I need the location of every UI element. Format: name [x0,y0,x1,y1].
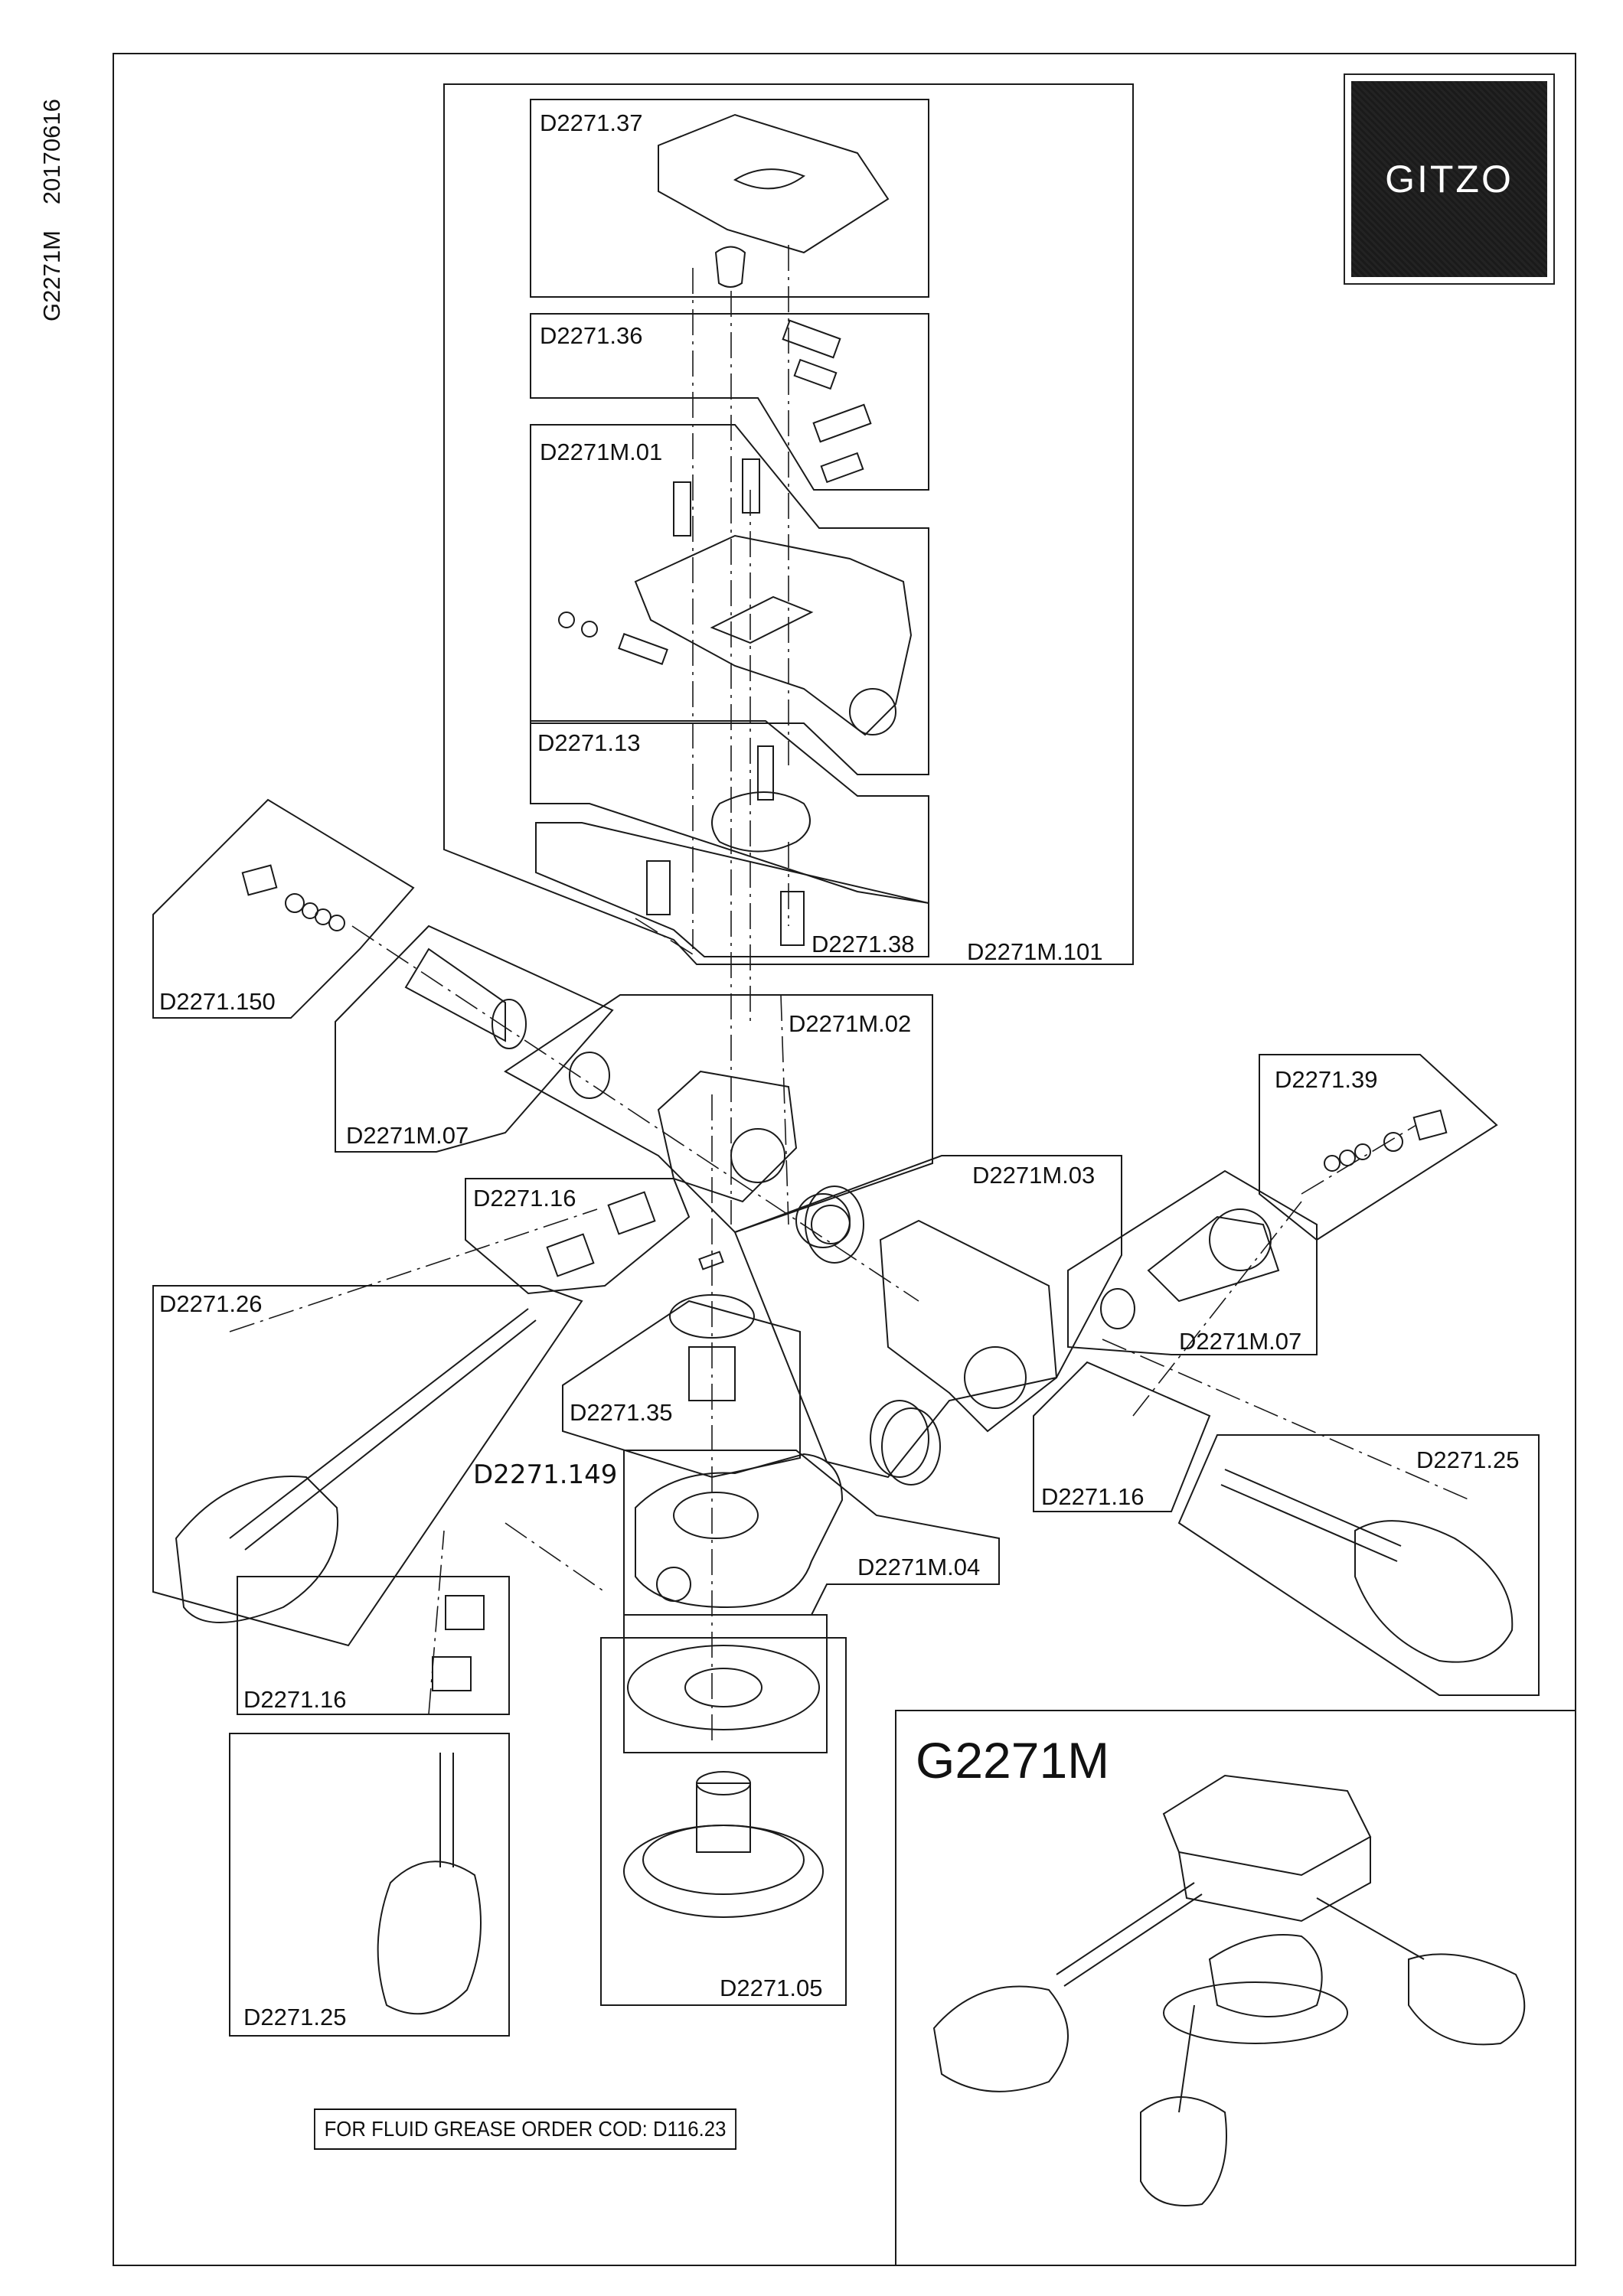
box-d2271-35 [562,1300,801,1479]
label-d2271-13: D2271.13 [537,729,641,756]
label-d2271-16-upper: D2271.16 [473,1185,576,1212]
box-d2271-38 [535,822,929,957]
base-d2271-05 [623,1825,824,1918]
label-d2271-38: D2271.38 [812,931,915,957]
box-d2271-16-lower [237,1576,510,1715]
box-d2271-39 [1259,1054,1498,1241]
label-d2271-25-lower: D2271.25 [243,2004,347,2030]
box-d2271-26 [152,1285,583,1647]
head-top-body [634,534,913,736]
label-d2271-16-right: D2271.16 [1041,1483,1145,1510]
label-d2271m-01: D2271M.01 [540,439,663,465]
label-d2271-36: D2271.36 [540,322,643,349]
model-code: G2271M [38,230,65,321]
box-d2271m-04 [623,1450,1000,1616]
box-d2271m-07-right [1067,1169,1318,1355]
label-d2271-35: D2271.35 [570,1399,673,1426]
gitzo-logo: GITZO [1344,73,1555,285]
box-d2271-16-right [1033,1361,1211,1512]
label-d2271m-03: D2271M.03 [972,1162,1096,1189]
label-d2271m-101: D2271M.101 [967,938,1103,965]
label-d2271m-04: D2271M.04 [857,1554,981,1580]
box-d2271-25-right [1177,1434,1540,1696]
pan-base [635,1453,844,1609]
label-d2271-150: D2271.150 [159,988,276,1015]
label-d2271-25-right: D2271.25 [1416,1446,1520,1473]
label-d2271m-07-left: D2271M.07 [346,1122,469,1149]
body-d2271m-03 [879,1219,1058,1433]
axis-lines [229,245,1471,1745]
panel-assembly [895,1710,1576,2265]
group-outline-d2271m-101 [443,83,1134,965]
label-d2271-149: D2271.149 [473,1459,618,1490]
assembled-head [932,1774,1526,2206]
label-d2271m-02: D2271M.02 [789,1010,912,1037]
lock-knob [711,791,811,853]
label-d2271-05: D2271.05 [720,1975,823,2001]
plate-d2271-37 [658,113,890,254]
box-d2271-37 [530,99,929,298]
box-d2271m-07-left [335,925,614,1153]
brand-wordmark: GITZO [1385,158,1514,201]
label-d2271-26: D2271.26 [159,1290,263,1317]
box-d2271-25-lower [229,1733,510,2037]
handle-d2271-26 [175,1476,339,1623]
box-d2271-05 [600,1637,847,2006]
assembly-title: G2271M [916,1732,1110,1789]
label-d2271-37: D2271.37 [540,109,643,136]
box-d2271m-01 [530,424,929,775]
grease-note: FOR FLUID GREASE ORDER COD: D116.23 [314,2108,736,2150]
box-d2271-36 [530,313,929,491]
knob-cap [714,246,746,288]
label-d2271m-07-right: D2271M.07 [1179,1328,1302,1355]
label-d2271-16-lower: D2271.16 [243,1686,347,1713]
handle-d2271-25-lower [377,1861,482,2015]
tube-left [404,947,506,1042]
tube-right [1147,1215,1280,1303]
sheet-codes: G2271M 20170616 [38,73,66,321]
box-d2271m-02 [504,994,933,1234]
sheet-frame [113,53,1576,2266]
box-d2271-150 [152,798,415,1019]
box-d2271m-04-base [623,1614,828,1753]
date-code: 20170616 [38,99,65,205]
label-d2271-39: D2271.39 [1275,1066,1378,1093]
handle-d2271-25-right [1354,1520,1514,1663]
block-d2271m-02 [657,1070,798,1203]
